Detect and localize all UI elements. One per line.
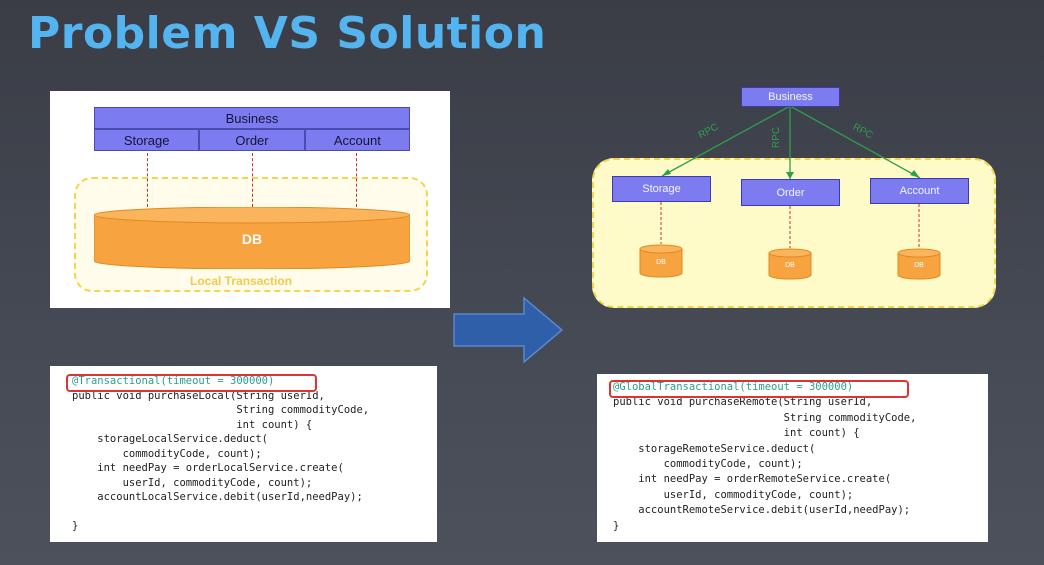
code-line: int count) { bbox=[613, 427, 860, 440]
local-transaction-diagram: Business Storage Order Account DB Local … bbox=[50, 91, 450, 308]
business-box: Business bbox=[94, 107, 410, 129]
account-service-box: Account bbox=[304, 129, 410, 151]
db-label-account: DB bbox=[914, 262, 924, 269]
code-annotation: @GlobalTransactional(timeout = 300000) bbox=[613, 381, 854, 393]
order-service-box: Order bbox=[741, 179, 840, 206]
code-line: userId, commodityCode, count); bbox=[613, 488, 854, 501]
db-cylinder-storage bbox=[639, 244, 683, 278]
page-title: Problem VS Solution bbox=[28, 8, 547, 59]
code-line: String commodityCode, bbox=[72, 404, 370, 416]
code-line: String commodityCode, bbox=[613, 411, 917, 424]
code-line: accountRemoteService.debit(userId,needPa… bbox=[613, 504, 911, 517]
service-row: Storage Order Account bbox=[94, 129, 410, 151]
code-line: } bbox=[613, 519, 620, 532]
global-transaction-diagram: Business RPC RPC RPC Storage Order Accou… bbox=[590, 82, 1000, 312]
db-cylinder-shared bbox=[94, 207, 410, 269]
annotation-highlight-box bbox=[609, 380, 909, 398]
storage-db-connector bbox=[147, 153, 148, 207]
code-line: } bbox=[72, 520, 79, 532]
business-box: Business bbox=[741, 87, 840, 107]
storage-service-box: Storage bbox=[612, 176, 711, 202]
db-label: DB bbox=[241, 231, 263, 247]
annotation-highlight-box bbox=[66, 374, 317, 392]
local-transaction-label: Local Transaction bbox=[190, 274, 293, 288]
code-line: int needPay = orderLocalService.create( bbox=[72, 462, 344, 474]
order-service-box: Order bbox=[199, 129, 305, 151]
rpc-label-order: RPC bbox=[771, 126, 783, 149]
db-label-order: DB bbox=[785, 262, 795, 269]
code-annotation: @Transactional(timeout = 300000) bbox=[72, 375, 275, 387]
code-line: public void purchaseRemote(String userId… bbox=[613, 396, 873, 409]
order-db-connector bbox=[252, 153, 253, 207]
code-line: commodityCode, count); bbox=[72, 447, 262, 460]
account-service-box: Account bbox=[870, 178, 969, 204]
global-transaction-code: @GlobalTransactional(timeout = 300000) p… bbox=[597, 374, 988, 542]
account-db-connector bbox=[356, 153, 357, 207]
db-label-storage: DB bbox=[656, 259, 666, 266]
code-line: storageRemoteService.deduct( bbox=[613, 442, 816, 455]
code-line: userId, commodityCode, count); bbox=[72, 476, 313, 489]
code-line: public void purchaseLocal(String userId, bbox=[72, 389, 325, 402]
code-line: commodityCode, count); bbox=[613, 458, 803, 471]
code-line: int needPay = orderRemoteService.create( bbox=[613, 473, 892, 486]
right-arrow-icon bbox=[453, 296, 564, 364]
db-cylinder-account bbox=[897, 248, 941, 280]
code-line: accountLocalService.debit(userId,needPay… bbox=[72, 491, 363, 503]
local-transaction-code: @Transactional(timeout = 300000) public … bbox=[50, 366, 437, 542]
rpc-lines bbox=[660, 105, 921, 248]
code-line: int count) { bbox=[72, 418, 313, 431]
code-line: storageLocalService.deduct( bbox=[72, 433, 268, 445]
db-cylinder-order bbox=[768, 248, 812, 280]
storage-service-box: Storage bbox=[94, 129, 200, 151]
